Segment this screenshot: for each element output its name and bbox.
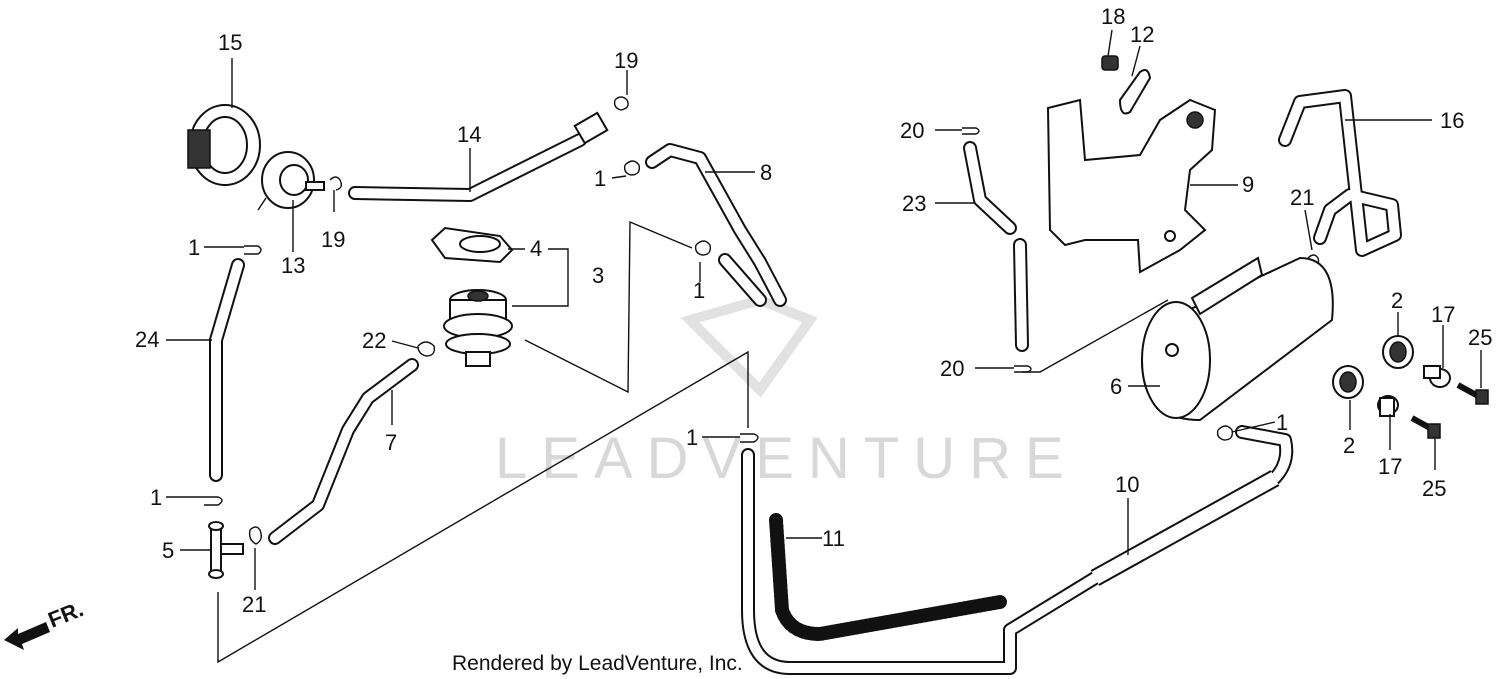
part-17-collar-top <box>1423 365 1451 388</box>
callout-8: 8 <box>760 160 772 185</box>
callout-6: 6 <box>1110 374 1122 399</box>
callout-19-left: 19 <box>321 227 345 252</box>
part-12-plate <box>1118 69 1152 115</box>
callout-10: 10 <box>1115 472 1139 497</box>
watermark-text: LEADVENTURE <box>495 426 1078 491</box>
callout-25-top: 25 <box>1468 325 1492 350</box>
part-5-t-joint <box>208 521 244 579</box>
callout-7: 7 <box>385 430 397 455</box>
part-19-clip-top <box>613 96 629 111</box>
callout-1-f: 1 <box>1276 410 1288 435</box>
callout-19-top: 19 <box>614 48 638 73</box>
callout-1-b: 1 <box>693 278 705 303</box>
callout-17-top: 17 <box>1431 302 1455 327</box>
callout-11: 11 <box>822 526 845 551</box>
hose-routing-bottom <box>741 425 1294 675</box>
callout-25-bottom: 25 <box>1422 476 1446 501</box>
callout-1-d: 1 <box>150 485 162 510</box>
callout-1-c: 1 <box>188 235 200 260</box>
callout-17-bottom: 17 <box>1378 454 1402 479</box>
callout-3: 3 <box>592 263 604 288</box>
part-9-bracket <box>1046 98 1217 274</box>
callout-2-bottom: 2 <box>1343 433 1355 458</box>
part-17-collar-bottom <box>1377 395 1399 417</box>
callout-16: 16 <box>1440 108 1464 133</box>
callout-24: 24 <box>135 327 159 352</box>
part-8-hose <box>645 143 787 307</box>
part-2-grommet-bottom <box>1332 365 1364 399</box>
part-22-clip <box>417 341 436 357</box>
front-direction-arrow: FR. <box>4 596 87 650</box>
part-1-clip-f <box>1216 425 1234 441</box>
callout-leaders <box>166 29 1482 590</box>
part-7-hose <box>268 358 419 545</box>
part-11-corrugated-tube <box>769 513 1007 642</box>
part-13-vacuum-valve <box>257 151 325 211</box>
part-23-hose <box>963 141 1029 352</box>
part-10-sleeve <box>1090 470 1280 586</box>
part-20-clip-bottom <box>1014 365 1032 373</box>
part-16-hose <box>1278 89 1402 257</box>
callout-22: 22 <box>362 328 386 353</box>
callout-20-top: 20 <box>900 118 924 143</box>
callout-12: 12 <box>1130 22 1154 47</box>
callout-1-e: 1 <box>686 425 698 450</box>
render-credit: Rendered by LeadVenture, Inc. <box>452 652 743 675</box>
callout-21-right: 21 <box>1290 185 1314 210</box>
part-1-clip-e <box>740 433 759 443</box>
part-4-seal <box>430 226 514 264</box>
callout-4: 4 <box>530 236 542 261</box>
callout-5: 5 <box>162 538 174 563</box>
callout-9: 9 <box>1242 172 1254 197</box>
part-21-clip-left <box>248 526 263 545</box>
callout-1-a: 1 <box>594 166 606 191</box>
watermark: LEADVENTURE <box>495 294 1078 491</box>
callout-20-bottom: 20 <box>940 356 964 381</box>
part-18-nut <box>1101 55 1119 71</box>
part-14-hose <box>348 111 609 202</box>
callout-2-top: 2 <box>1391 288 1403 313</box>
part-24-hose <box>209 258 245 482</box>
part-15-mount-ring <box>187 104 261 186</box>
part-25-bolt-top <box>1456 382 1489 405</box>
callout-13: 13 <box>281 253 305 278</box>
callout-labels: 15 13 19 14 19 1 8 1 4 3 1 24 22 7 1 5 2… <box>135 4 1492 617</box>
part-1-clip-b <box>694 240 712 256</box>
callout-15: 15 <box>218 30 242 55</box>
front-direction-label: FR. <box>45 596 87 632</box>
callout-14: 14 <box>457 122 481 147</box>
part-6-canister <box>1140 256 1334 422</box>
callout-21-left: 21 <box>242 592 266 617</box>
callout-18: 18 <box>1101 4 1125 29</box>
callout-23: 23 <box>902 191 926 216</box>
part-1-clip-d <box>204 496 223 506</box>
part-20-clip-top <box>962 127 980 135</box>
part-2-grommet-top <box>1382 335 1414 369</box>
part-19-clip-left <box>329 176 343 191</box>
part-1-clip-a <box>623 160 641 176</box>
part-25-bolt-bottom <box>1410 415 1441 439</box>
part-3-valve-assembly <box>443 289 513 367</box>
part-1-clip-c <box>244 245 262 255</box>
